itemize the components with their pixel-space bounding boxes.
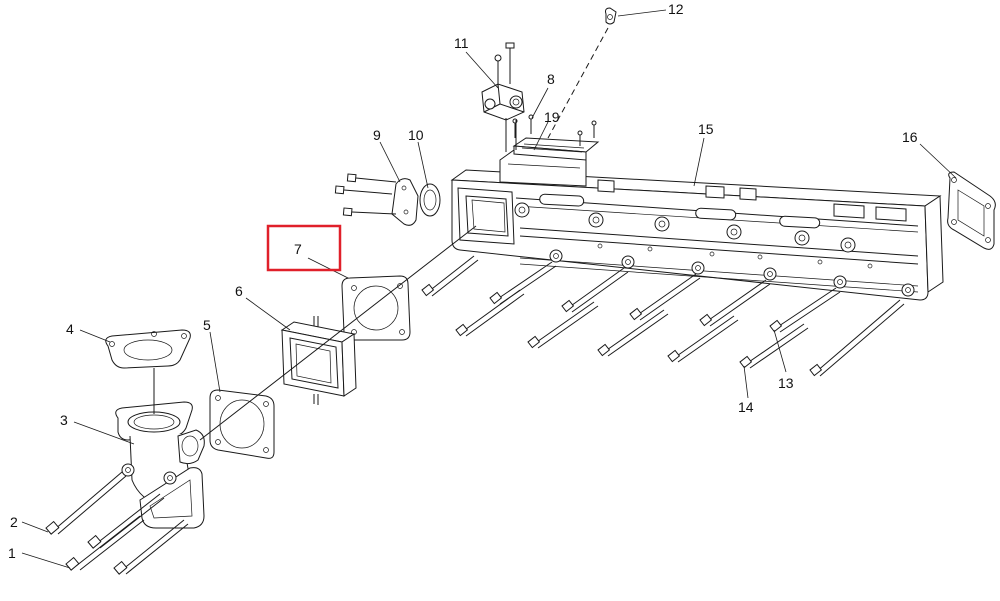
leader-lines [21,9,957,569]
callout-15: 15 [698,121,714,137]
callout-10: 10 [408,127,424,143]
part-9-cover-plate [334,173,419,226]
callout-2: 2 [10,514,18,530]
part-8-screws [512,114,597,146]
callout-19: 19 [544,109,560,125]
part-16-end-gasket [947,171,996,250]
highlight-box-part-7 [266,224,342,272]
part-19-name-plate [512,137,600,161]
callout-5: 5 [203,317,211,333]
part-15-exhaust-manifold [450,149,944,301]
callout-1: 1 [8,545,16,561]
callout-8: 8 [547,71,555,87]
callout-16: 16 [902,129,918,145]
callout-labels: 1 2 3 4 5 6 7 8 9 10 11 12 13 14 15 16 1… [8,1,918,561]
callout-11: 11 [454,35,469,51]
part-12-clip [547,7,617,139]
callout-14: 14 [738,399,754,415]
part-11-sensor-valve [481,42,525,152]
part-4-flange-gasket [105,329,191,369]
callout-13: 13 [778,375,794,391]
callout-9: 9 [373,127,381,143]
callout-6: 6 [235,283,243,299]
part-10-small-gasket [419,183,441,217]
callout-12: 12 [668,1,684,17]
parts-13-14-long-bolts [421,255,905,377]
parts-1-2-bolts [45,471,189,575]
callout-3: 3 [60,412,68,428]
assembly-center-line [199,225,477,441]
callout-4: 4 [66,321,74,337]
callout-7: 7 [294,241,302,257]
part-5-gasket [209,389,275,459]
part-3-elbow [115,368,205,529]
